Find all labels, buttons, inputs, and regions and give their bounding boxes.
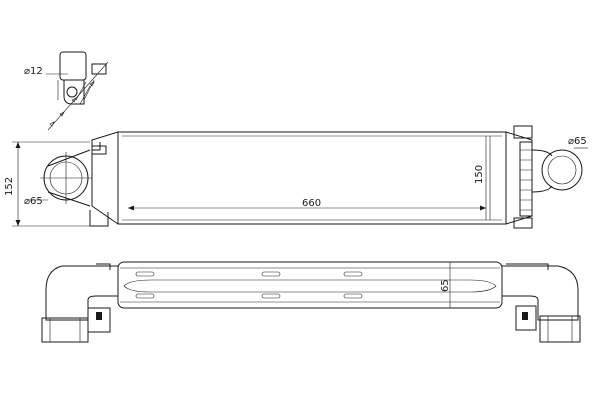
- front-view: 152 660 150 ⌀65 ⌀65: [4, 125, 588, 229]
- dim-left-port-diameter: ⌀65: [24, 196, 43, 207]
- dim-core-length: 660: [302, 198, 321, 209]
- dim-core-depth: 65: [440, 279, 451, 292]
- dim-core-height: 150: [474, 165, 485, 184]
- right-elbow: [502, 265, 579, 321]
- dim-fitting-diameter: ⌀12: [24, 66, 43, 77]
- top-view: 65: [41, 261, 581, 343]
- right-port: [541, 149, 583, 191]
- core-outline: [117, 131, 507, 225]
- top-core-outline: [117, 261, 503, 309]
- left-tank: [91, 131, 119, 225]
- dim-right-port-diameter: ⌀65: [568, 136, 587, 147]
- top-slots: [123, 271, 497, 299]
- dim-outer-height: 152: [4, 177, 15, 196]
- left-elbow: [45, 265, 118, 321]
- fitting-detail-view: ⌀12: [24, 51, 109, 131]
